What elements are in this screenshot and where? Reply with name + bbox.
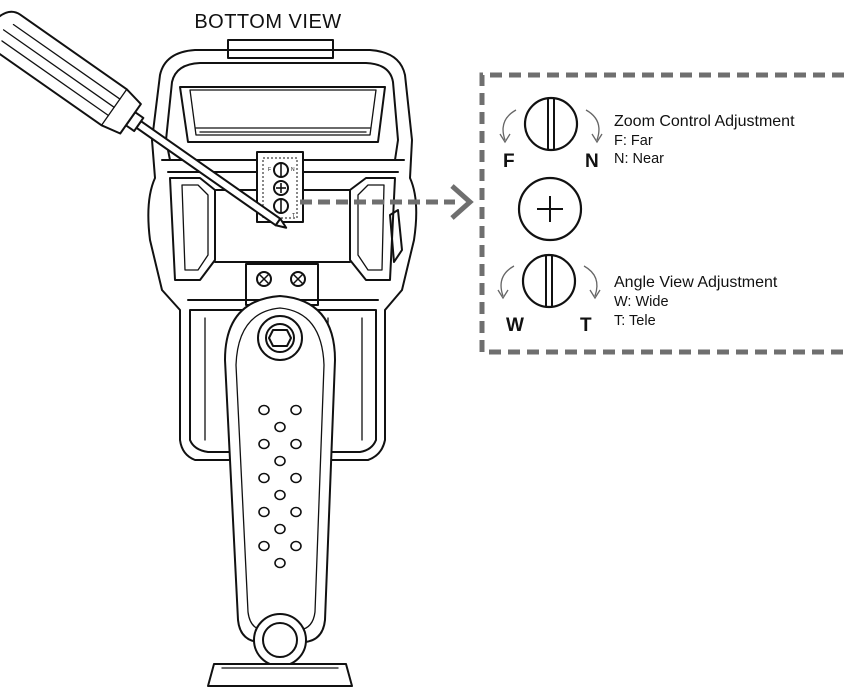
arm-hole: [274, 455, 286, 467]
zoom-right-letter: N: [585, 151, 599, 172]
arm-hole: [274, 557, 286, 569]
arm-hole: [274, 421, 286, 433]
arm-hole: [274, 523, 286, 535]
plate-label-near: N: [291, 167, 295, 173]
zoom-line-far: F: Far: [614, 133, 653, 149]
plate-label-tele: T: [292, 213, 295, 219]
angle-adjust-screw-icon: [497, 253, 601, 309]
arm-hole: [290, 540, 302, 552]
arm-hole: [258, 438, 270, 450]
angle-right-letter: T: [580, 315, 592, 336]
lock-screw-icon: [517, 176, 583, 242]
zoom-adjust-screw-icon: [499, 96, 603, 152]
arm-hole: [290, 404, 302, 416]
arm-hole: [258, 472, 270, 484]
screwdriver: [0, 10, 288, 229]
arm-hole: [274, 489, 286, 501]
arm-hole: [290, 438, 302, 450]
diagram-title: BOTTOM VIEW: [194, 11, 341, 33]
callout-box: F N Zoom Control Adjustment F: Far N: Ne…: [479, 72, 844, 355]
zoom-heading: Zoom Control Adjustment: [614, 113, 795, 130]
callout-arrow: [300, 184, 474, 220]
arm-hole: [258, 540, 270, 552]
angle-line-wide: W: Wide: [614, 294, 669, 310]
angle-left-letter: W: [506, 315, 524, 336]
zoom-line-near: N: Near: [614, 151, 664, 167]
arm-hole: [290, 506, 302, 518]
mount-arm: [207, 263, 353, 687]
zoom-left-letter: F: [503, 151, 515, 172]
arm-hole: [258, 506, 270, 518]
arm-hole: [258, 404, 270, 416]
arm-hole: [290, 472, 302, 484]
arm-holes: [258, 404, 302, 569]
plate-label-far: F: [268, 167, 271, 173]
angle-heading: Angle View Adjustment: [614, 274, 778, 291]
angle-line-tele: T: Tele: [614, 313, 656, 329]
